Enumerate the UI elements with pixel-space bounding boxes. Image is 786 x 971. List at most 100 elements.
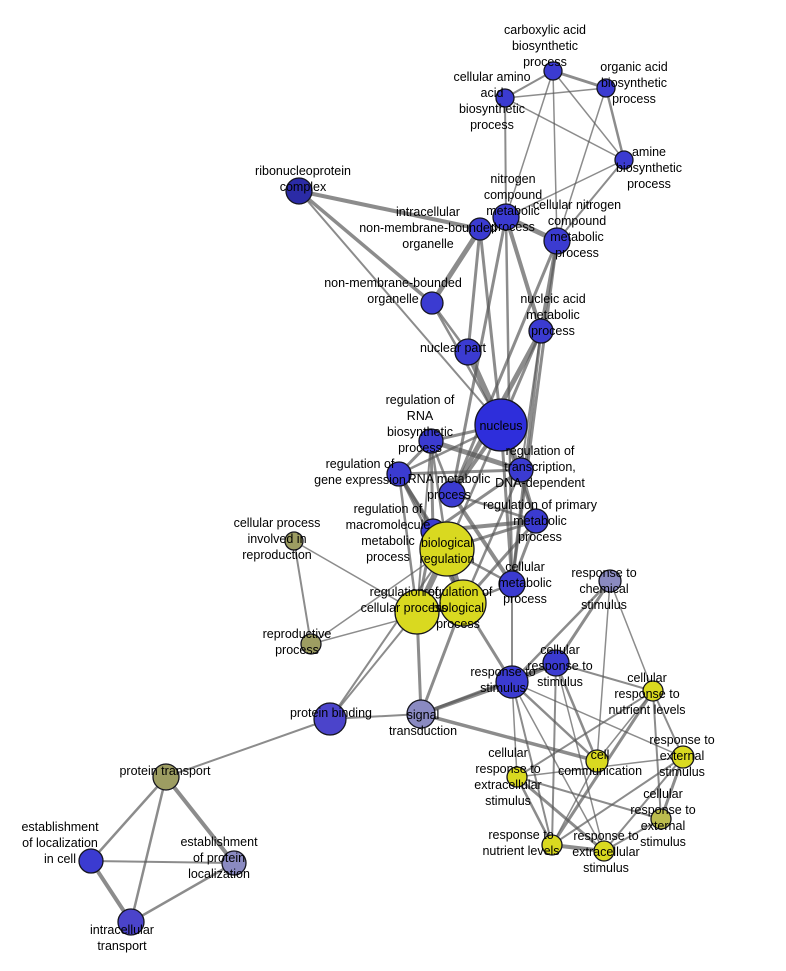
edge-nitro-nam (504, 215, 543, 333)
edge-regtx-reggene (397, 468, 523, 476)
edge-ptrans-epl (164, 775, 236, 865)
node-orga[interactable] (596, 78, 616, 98)
node-regrna[interactable] (418, 428, 444, 454)
edge-orga-amine (604, 86, 626, 162)
edge-rexs-crexs (515, 775, 606, 853)
node-crnl[interactable] (642, 680, 664, 702)
edge-crnl-crextl (652, 690, 662, 820)
node-chem[interactable] (598, 569, 622, 593)
node-rnamet[interactable] (438, 480, 466, 508)
edge-rstim-rnl (511, 681, 553, 846)
node-nmbo[interactable] (420, 291, 444, 315)
node-rstim[interactable] (495, 665, 529, 699)
node-crstim[interactable] (542, 649, 570, 677)
edge-amino-amine (504, 97, 625, 161)
edge-rnp-nucleus (298, 190, 502, 426)
edge-crnl-crexs (516, 690, 654, 778)
node-itrans[interactable] (117, 908, 145, 936)
edge-rext-rexs (603, 756, 684, 852)
node-pbind[interactable] (313, 702, 347, 736)
node-bioreg[interactable] (419, 521, 475, 577)
node-crexs[interactable] (506, 766, 528, 788)
node-cnitro[interactable] (543, 227, 571, 255)
edge-crstim-crnl (555, 662, 654, 692)
edge-rnl-crexs (515, 775, 554, 847)
node-rnp[interactable] (285, 177, 313, 205)
node-nitro[interactable] (492, 203, 520, 231)
node-regcell[interactable] (394, 589, 440, 635)
edge-ptrans-itrans (129, 775, 168, 924)
node-elic[interactable] (78, 848, 104, 874)
edge-crnl-rext (652, 690, 684, 758)
edge-elic-epl (90, 860, 235, 864)
edge-reggene-regcell (397, 472, 419, 614)
node-amino[interactable] (495, 88, 515, 108)
edge-epl-itrans (129, 861, 236, 924)
edge-crexs-crextl (516, 776, 662, 820)
edge-regtx-regmacro (431, 468, 523, 533)
edge-sigtr-ccomm (419, 712, 599, 763)
edge-cpir-repro (293, 540, 312, 645)
edge-crstim-chem (554, 579, 612, 665)
edge-carb-nitro (505, 70, 554, 218)
node-cpir[interactable] (284, 531, 304, 551)
edge-pbind-ptrans (165, 718, 331, 778)
node-cellmet[interactable] (498, 570, 526, 598)
edge-rstim-rexs (511, 681, 605, 852)
node-regbio[interactable] (439, 579, 487, 627)
node-epl[interactable] (221, 850, 247, 876)
node-inmbo[interactable] (468, 217, 492, 241)
node-amine[interactable] (614, 150, 634, 170)
node-sigtr[interactable] (406, 699, 436, 729)
node-reggene[interactable] (386, 461, 412, 487)
node-ccomm[interactable] (585, 749, 609, 773)
edge-crstim-rexs (555, 662, 605, 852)
node-regtx[interactable] (508, 457, 534, 483)
node-crextl[interactable] (650, 808, 672, 830)
edge-rnp-inmbo (297, 189, 482, 231)
node-ptrans[interactable] (152, 763, 180, 791)
node-npart[interactable] (454, 338, 482, 366)
node-nucleus[interactable] (474, 398, 528, 452)
node-rext[interactable] (671, 745, 695, 769)
edge-rext-rnl (551, 756, 684, 846)
node-rnl[interactable] (541, 834, 563, 856)
edge-amine-cnitro (556, 159, 625, 242)
node-regprim[interactable] (523, 508, 549, 534)
node-rexs[interactable] (593, 840, 615, 862)
edge-regcell-pbind (329, 611, 418, 720)
node-nam[interactable] (528, 318, 554, 344)
edge-rnamet-regprim (450, 492, 538, 523)
node-repro[interactable] (300, 633, 322, 655)
edge-crstim-sigtr (419, 661, 558, 716)
node-carb[interactable] (543, 61, 563, 81)
node-label-pbind: protein binding (290, 706, 372, 720)
